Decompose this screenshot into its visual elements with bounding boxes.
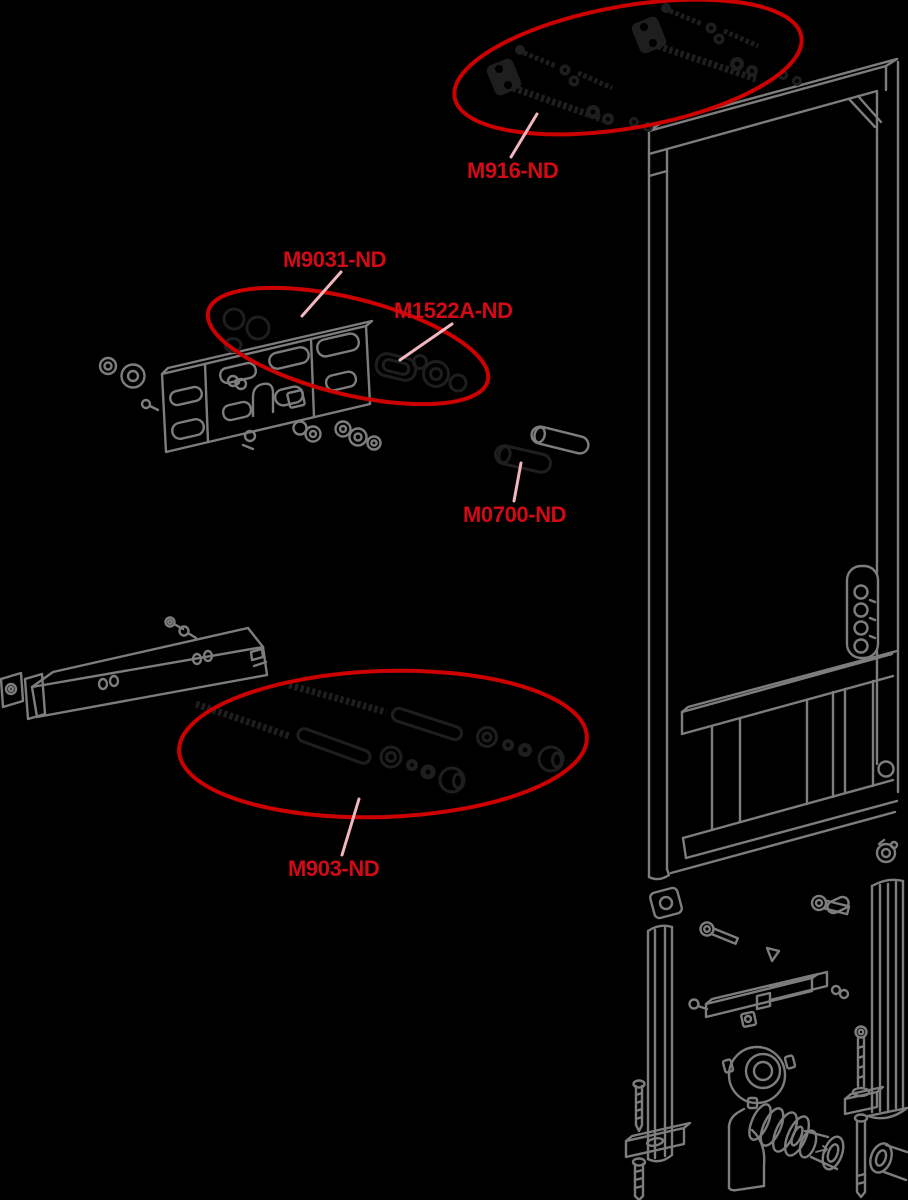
- leader-m9031: [300, 270, 343, 318]
- frame-leg-right: [826, 838, 908, 1199]
- callout-ellipse-m916: [452, 0, 804, 137]
- part-label-m9031-nd: M9031-ND: [283, 247, 387, 272]
- plate-washers: [98, 356, 382, 451]
- flush-elbow: [727, 1103, 811, 1192]
- callout-ellipse-m9031: [205, 285, 491, 407]
- leader-lines: [300, 112, 539, 857]
- fixing-bolts: [699, 894, 851, 963]
- part-label-m903-nd: M903-ND: [288, 856, 380, 881]
- hardware-set-m916b: [631, 3, 802, 86]
- leader-m0700: [512, 461, 523, 503]
- callout-ellipse-m903: [177, 668, 589, 820]
- part-label-m1522a-nd: M1522A-ND: [394, 298, 513, 323]
- mounting-plate-m9031: [160, 319, 374, 454]
- hardware-set-m916a: [486, 45, 653, 132]
- mounting-bar: [688, 970, 829, 1028]
- wall-rail: [23, 616, 269, 721]
- pin-set-m0700: [493, 425, 590, 474]
- pipe-grommet: [721, 1045, 797, 1110]
- part-label-m916-nd: M916-ND: [467, 158, 559, 183]
- leader-m903: [340, 797, 361, 857]
- leader-m916: [509, 112, 539, 159]
- outlet-cap: [869, 1142, 908, 1182]
- adjustment-plate: [845, 564, 880, 660]
- frame-leg-left: [624, 886, 692, 1200]
- part-label-m0700-nd: M0700-ND: [463, 502, 567, 527]
- connector-sleeve: [798, 1129, 845, 1171]
- installation-frame: [647, 57, 900, 881]
- gasket-set-m1522a: [374, 352, 468, 393]
- leader-m1522a: [398, 322, 454, 362]
- callout-ellipses: [177, 0, 804, 820]
- hardware-set-m903: [194, 681, 565, 794]
- rail-end-fitting: [0, 671, 25, 709]
